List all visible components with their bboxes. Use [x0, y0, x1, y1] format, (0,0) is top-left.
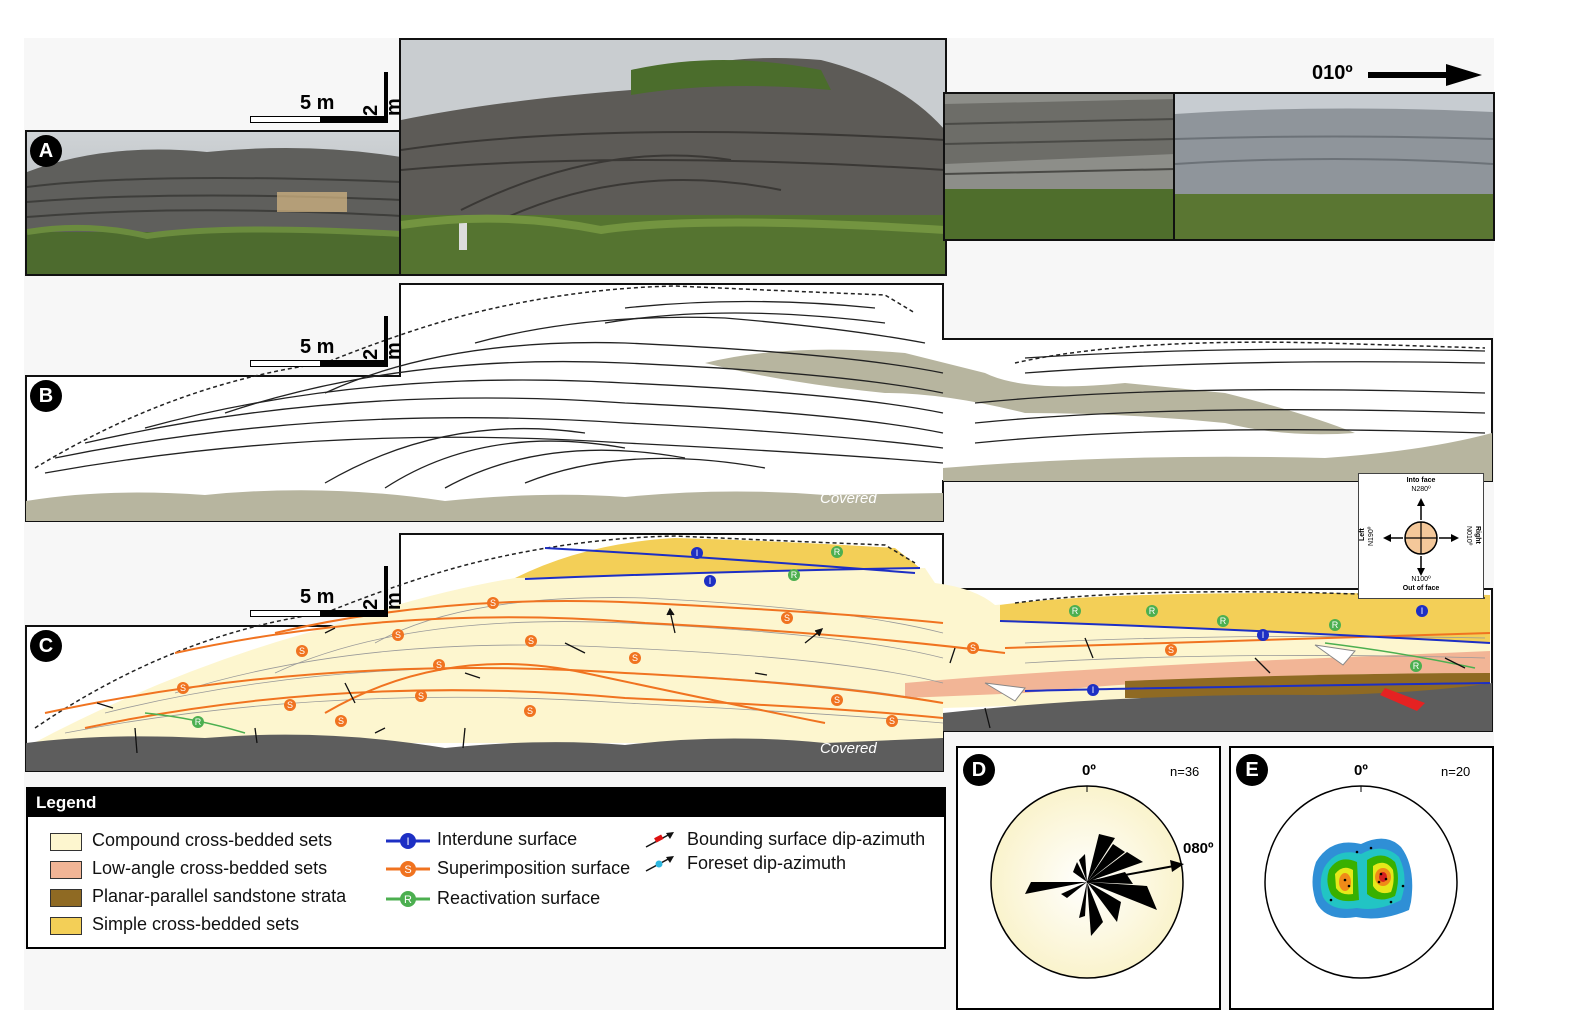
covered-area-b — [26, 490, 943, 521]
panel-d: D 0º n=36 080º — [956, 746, 1221, 1010]
scale-horizontal-label: 5 m — [300, 336, 335, 358]
svg-text:S: S — [527, 706, 533, 716]
photo-center — [399, 38, 947, 276]
svg-text:R: R — [791, 570, 798, 580]
panel-letter-e: E — [1236, 754, 1268, 786]
legend-item-bounding: Bounding surface dip-azimuth — [687, 829, 926, 849]
photo-right-1 — [943, 92, 1177, 241]
reactivation-symbol-icon: R — [386, 891, 430, 907]
n-count-e: n=20 — [1441, 764, 1471, 779]
legend-item-reactivation: Reactivation surface — [437, 888, 601, 908]
swatch-low-angle — [50, 861, 82, 879]
svg-text:I: I — [1092, 685, 1095, 695]
legend-item-foreset: Foreset dip-azimuth — [687, 853, 847, 873]
compass-rose-icon — [1383, 498, 1459, 576]
panel-letter-c: C — [30, 630, 62, 662]
panel-letter-a: A — [30, 135, 62, 167]
compass-bottom-2: Out of face — [1402, 585, 1440, 592]
direction-arrow-icon — [1368, 64, 1482, 86]
covered-label-b: Covered — [820, 490, 877, 507]
svg-text:S: S — [889, 716, 895, 726]
svg-text:S: S — [338, 716, 344, 726]
svg-text:R: R — [1149, 606, 1156, 616]
photo-left — [25, 130, 403, 276]
scale-bar-b: 5 m 2 m — [248, 316, 405, 368]
svg-text:R: R — [1220, 616, 1227, 626]
svg-text:S: S — [490, 598, 496, 608]
panel-letter-b: B — [30, 380, 62, 412]
legend-item-superimposition: Superimposition surface — [437, 858, 631, 878]
compass-bottom-1: N100º — [1411, 576, 1431, 583]
superimposition-symbol-icon: S — [386, 861, 430, 877]
covered-label-c: Covered — [820, 740, 877, 757]
svg-text:S: S — [436, 660, 442, 670]
swatch-compound — [50, 833, 82, 851]
svg-text:S: S — [299, 646, 305, 656]
scale-bar-a: 5 m 2 m — [248, 72, 405, 124]
svg-text:I: I — [709, 576, 712, 586]
orientation-compass: Into face N280º N100º Out of face Left N… — [1358, 473, 1484, 599]
svg-text:S: S — [834, 695, 840, 705]
scale-vertical-label: 2 m — [360, 342, 405, 360]
scale-horizontal-label: 5 m — [300, 586, 335, 608]
svg-text:I: I — [1262, 630, 1265, 640]
svg-text:R: R — [1072, 606, 1079, 616]
scale-vertical-label: 2 m — [360, 592, 405, 610]
panel-b-drawing: Covered — [25, 283, 1493, 522]
svg-text:S: S — [418, 691, 424, 701]
svg-text:S: S — [287, 700, 293, 710]
compass-right-2: N010º — [1465, 526, 1472, 546]
panel-e: E 0º n=20 — [1229, 746, 1494, 1010]
legend-title: Legend — [28, 789, 944, 817]
bounding-arrow-icon — [645, 832, 674, 848]
compass-top-2: N280º — [1411, 486, 1431, 493]
scale-bar-c: 5 m 2 m — [248, 566, 405, 618]
legend-item-low-angle: Low-angle cross-bedded sets — [92, 858, 328, 878]
swatch-planar — [50, 889, 82, 907]
svg-text:S: S — [970, 643, 976, 653]
svg-text:R: R — [1413, 661, 1420, 671]
foreset-arrow-icon — [645, 856, 674, 872]
svg-text:S: S — [632, 653, 638, 663]
direction-label: 010º — [1312, 62, 1353, 84]
compass-left-2: N190º — [1368, 526, 1375, 546]
legend: Legend Compound cross-bedded sets Low-an… — [26, 787, 946, 949]
compass-right-1: Right — [1474, 526, 1481, 544]
svg-text:S: S — [784, 613, 790, 623]
mean-azimuth-label: 080º — [1183, 840, 1214, 857]
legend-item-compound: Compound cross-bedded sets — [92, 830, 333, 850]
svg-text:I: I — [1421, 606, 1424, 616]
legend-item-planar: Planar-parallel sandstone strata — [92, 886, 347, 906]
scale-horizontal-label: 5 m — [300, 92, 335, 114]
svg-text:R: R — [834, 547, 841, 557]
scale-vertical-label: 2 m — [360, 98, 405, 116]
svg-text:S: S — [180, 683, 186, 693]
rose-diagram — [990, 785, 1184, 979]
svg-text:S: S — [395, 630, 401, 640]
compass-left-1: Left — [1359, 528, 1366, 541]
svg-text:I: I — [696, 548, 699, 558]
svg-text:S: S — [404, 864, 411, 876]
photo-right-2 — [1173, 92, 1495, 241]
compass-top-1: Into face — [1406, 477, 1436, 484]
stereonet-contour — [1264, 785, 1458, 979]
north-label-e: 0º — [1354, 762, 1368, 779]
svg-text:I: I — [406, 836, 409, 848]
svg-text:R: R — [1332, 620, 1339, 630]
legend-item-simple: Simple cross-bedded sets — [92, 914, 300, 934]
covered-area-c — [26, 734, 943, 771]
north-label-d: 0º — [1082, 762, 1096, 779]
legend-item-interdune: Interdune surface — [437, 829, 578, 849]
panel-letter-d: D — [963, 754, 995, 786]
svg-text:R: R — [404, 894, 412, 906]
interdune-symbol-icon: I — [386, 833, 430, 849]
n-count-d: n=36 — [1170, 764, 1200, 779]
svg-text:R: R — [195, 717, 202, 727]
swatch-simple — [50, 917, 82, 935]
direction-indicator: 010º — [1312, 60, 1482, 90]
panel-c-drawing: I I I I I S S S S S S S S S S S S S S S … — [25, 533, 1493, 772]
svg-text:S: S — [1168, 645, 1174, 655]
svg-text:S: S — [528, 636, 534, 646]
